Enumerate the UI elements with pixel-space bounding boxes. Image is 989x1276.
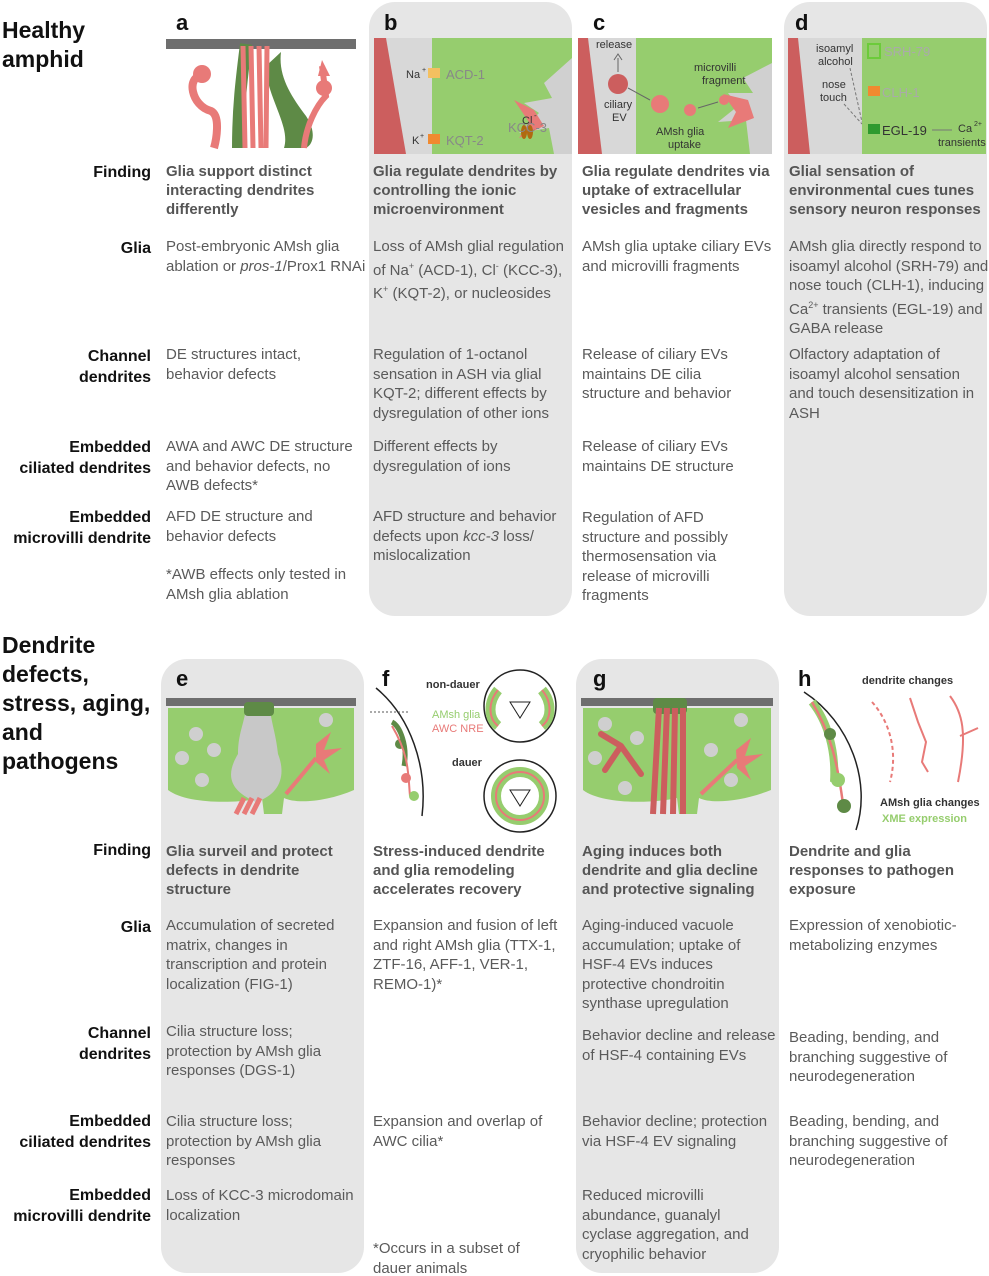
svg-text:isoamyl: isoamyl (816, 43, 853, 55)
microvilli-g: Reduced microvilli abundance, guanalyl c… (582, 1187, 749, 1263)
ciliated-b: Different effects by dysregulation of io… (373, 438, 511, 475)
channel-d: Olfactory adaptation of isoamyl alcohol … (789, 346, 975, 422)
label-cl: Cl (522, 115, 532, 127)
diagram-e-surveillance (166, 698, 356, 816)
svg-text:fragment: fragment (702, 75, 745, 87)
section-title-dendrite-defects: Dendrite defects, stress, aging, and pat… (2, 632, 151, 774)
diagram-g-aging (581, 698, 773, 815)
svg-text:EV: EV (612, 112, 627, 124)
label-clh1: CLH-1 (882, 85, 920, 100)
microvilli-e: Loss of KCC-3 microdomain localization (166, 1187, 354, 1224)
svg-text:microvilli: microvilli (694, 62, 736, 74)
channel-h: Beading, bending, and branching suggesti… (789, 1029, 948, 1085)
section-title-healthy-amphid: Healthy amphid (2, 17, 86, 72)
ciliated-h: Beading, bending, and branching suggesti… (789, 1113, 948, 1169)
svg-text:AMsh glia changes: AMsh glia changes (880, 797, 980, 809)
svg-text:dauer: dauer (452, 757, 483, 769)
diagram-h-pathogen: dendrite changes AMsh glia changes XME e… (803, 675, 980, 831)
glia-g: Aging-induced vacuole accumulation; upta… (582, 917, 741, 1012)
svg-text:alcohol: alcohol (818, 56, 853, 68)
panel-letter-e: e (176, 666, 189, 691)
svg-text:nose: nose (822, 79, 846, 91)
svg-text:-: - (534, 111, 537, 120)
glia-b: Loss of AMsh glial regulation of Na+ (AC… (373, 238, 564, 302)
svg-text:AMsh glia: AMsh glia (656, 126, 705, 138)
ciliated-g: Behavior decline; protection via HSF-4 E… (582, 1113, 768, 1150)
panel-letter-d: d (795, 10, 809, 35)
svg-text:non-dauer: non-dauer (426, 679, 480, 691)
channel-a: DE structures intact, behavior defects (166, 346, 302, 383)
ciliated-e: Cilia structure loss; protection by AMsh… (166, 1113, 322, 1169)
row-label-finding-bottom: Finding (93, 842, 151, 859)
row-label-ciliated-bottom: Embedded ciliated dendrites (19, 1113, 151, 1151)
channel-c: Release of ciliary EVs maintains DE cili… (582, 346, 732, 402)
glia-d: AMsh glia directly respond to isoamyl al… (789, 238, 989, 337)
glia-e: Accumulation of secreted matrix, changes… (166, 917, 335, 993)
microvilli-c: Regulation of AFD structure and possibly… (582, 509, 728, 604)
glia-f: Expansion and fusion of left and right A… (373, 917, 558, 993)
svg-text:AMsh glia: AMsh glia (432, 709, 481, 721)
svg-text:AWC NRE: AWC NRE (432, 723, 484, 735)
glia-a: Post-embryonic AMsh glia ablation or pro… (166, 238, 366, 275)
channel-g: Behavior decline and release of HSF-4 co… (582, 1027, 776, 1064)
svg-text:dendrite changes: dendrite changes (862, 675, 953, 687)
label-k: K (412, 135, 420, 147)
finding-b: Glia regulate dendrites by controlling t… (373, 163, 558, 218)
svg-text:XME expression: XME expression (882, 813, 967, 825)
row-label-microvilli-bottom: Embedded microvilli dendrite (13, 1187, 151, 1225)
finding-e: Glia surveil and protect defects in dend… (166, 843, 333, 898)
channel-b: Regulation of 1-octanol sensation in ASH… (373, 346, 549, 422)
diagram-c-vesicles: release ciliary EV microvilli fragment A… (578, 38, 772, 154)
label-acd1: ACD-1 (446, 67, 485, 82)
row-label-ciliated-top: Embedded ciliated dendrites (19, 439, 151, 477)
svg-text:+: + (422, 67, 426, 74)
microvilli-a: AFD DE structure and behavior defects (166, 508, 313, 545)
panel-letter-g: g (593, 666, 607, 691)
svg-text:transients: transients (938, 137, 986, 149)
row-label-channel-bottom: Channel dendrites (78, 1025, 151, 1063)
svg-text:2+: 2+ (974, 121, 982, 128)
microvilli-b: AFD structure and behavior defects upon … (373, 508, 557, 564)
glia-h: Expression of xenobiotic-metabolizing en… (789, 917, 957, 954)
panel-letter-h: h (798, 666, 812, 691)
diagram-f-remodeling: non-dauer AMsh glia AWC NRE dauer (370, 669, 557, 833)
row-label-glia-top: Glia (120, 240, 151, 257)
svg-text:Ca: Ca (958, 123, 973, 135)
row-label-glia-bottom: Glia (120, 919, 151, 936)
svg-text:ciliary: ciliary (604, 99, 633, 111)
ciliated-f: Expansion and overlap of AWC cilia* (373, 1113, 543, 1150)
footnote-a: *AWB effects only tested in AMsh glia ab… (166, 566, 347, 603)
diagram-d-sensation: isoamyl alcohol nose touch SRH-79 CLH-1 … (788, 38, 986, 154)
svg-text:touch: touch (820, 92, 847, 104)
panel-letter-f: f (382, 666, 390, 691)
label-na: Na (406, 69, 421, 81)
finding-g: Aging induces both dendrite and glia dec… (582, 843, 758, 898)
label-release: release (596, 39, 632, 51)
panel-letter-a: a (176, 10, 189, 35)
row-label-microvilli-top: Embedded microvilli dendrite (13, 509, 151, 547)
label-kqt2: KQT-2 (446, 133, 484, 148)
footnote-f: *Occurs in a subset of dauer animals (373, 1240, 520, 1276)
finding-h: Dendrite and glia responses to pathogen … (789, 843, 955, 898)
svg-text:uptake: uptake (668, 139, 701, 151)
finding-f: Stress-induced dendrite and glia remodel… (373, 843, 545, 898)
row-label-finding-top: Finding (93, 164, 151, 181)
svg-text:+: + (420, 133, 424, 140)
finding-a: Glia support distinct interacting dendri… (166, 163, 315, 218)
label-kcc3: KCC-3 (508, 120, 547, 135)
ciliated-a: AWA and AWC DE structure and behavior de… (166, 438, 353, 494)
diagram-a-healthy-amphid (166, 39, 356, 150)
label-egl19: EGL-19 (882, 123, 927, 138)
panel-letter-b: b (384, 10, 398, 35)
label-srh79: SRH-79 (884, 44, 930, 59)
channel-e: Cilia structure loss; protection by AMsh… (166, 1023, 322, 1079)
finding-d: Glial sensation of environmental cues tu… (789, 163, 981, 218)
diagram-b-ionic-microenvironment: Na + ACD-1 K + KQT-2 Cl - KCC-3 (374, 38, 572, 154)
finding-c: Glia regulate dendrites via uptake of ex… (582, 163, 770, 218)
panel-letter-c: c (593, 10, 606, 35)
ciliated-c: Release of ciliary EVs maintains DE stru… (582, 438, 734, 475)
row-label-channel-top: Channel dendrites (78, 348, 151, 386)
glia-c: AMsh glia uptake ciliary EVs and microvi… (582, 238, 772, 275)
